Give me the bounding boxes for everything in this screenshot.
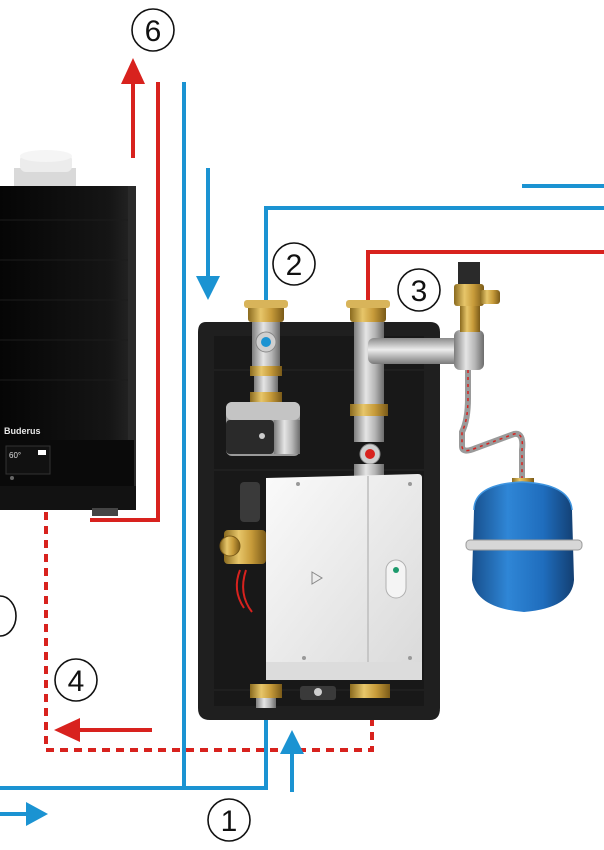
callout-2-label: 2 bbox=[286, 249, 303, 282]
boiler-front-panel bbox=[0, 219, 130, 381]
cold-flow-right-arrow bbox=[0, 802, 48, 826]
controller-logo-icon bbox=[311, 571, 323, 585]
flex-hose bbox=[459, 370, 526, 482]
boiler-brand-label: Buderus bbox=[4, 426, 41, 436]
controller-status-led bbox=[393, 567, 399, 573]
controller-status-window[interactable] bbox=[385, 559, 407, 599]
boiler-display-value: 60° bbox=[9, 451, 21, 460]
callout-partial-edge bbox=[0, 595, 17, 637]
bottom-fittings bbox=[250, 684, 390, 708]
callout-1-label: 1 bbox=[221, 805, 238, 838]
hot-flow-left-arrow bbox=[54, 718, 152, 742]
cold-flow-up-arrow bbox=[280, 730, 304, 792]
expansion-vessel-band bbox=[465, 539, 583, 551]
callout-6-label: 6 bbox=[145, 15, 162, 48]
boiler-display-indicator bbox=[38, 450, 46, 455]
hot-flow-up-arrow bbox=[121, 58, 145, 158]
supply-ball-valve-left bbox=[244, 300, 288, 402]
pipe-lines bbox=[0, 82, 604, 790]
flow-arrows bbox=[0, 58, 304, 826]
boiler-flue bbox=[14, 150, 76, 190]
boiler-control-dot bbox=[10, 476, 14, 480]
callout-1: 1 bbox=[207, 798, 251, 842]
mixing-valve bbox=[219, 482, 266, 613]
safety-valve bbox=[454, 262, 500, 332]
expansion-vessel bbox=[465, 478, 583, 612]
hot-pipe-right bbox=[366, 250, 604, 300]
return-ball-valve-right bbox=[346, 300, 484, 476]
callout-3: 3 bbox=[397, 268, 441, 312]
hot-supply-pipe-boiler bbox=[90, 82, 160, 522]
callout-6: 6 bbox=[131, 8, 175, 52]
circulation-pump bbox=[226, 402, 300, 456]
cold-flow-down-arrow bbox=[196, 168, 220, 300]
boiler: Buderus 60° bbox=[0, 150, 136, 516]
controller-box bbox=[266, 474, 422, 680]
boiler-outlet-stub bbox=[92, 508, 118, 516]
cold-return-pipe-module bbox=[184, 700, 268, 790]
callout-3-label: 3 bbox=[411, 275, 428, 308]
pump-module bbox=[198, 262, 526, 720]
callout-2: 2 bbox=[272, 242, 316, 286]
callout-4-label: 4 bbox=[68, 665, 85, 698]
hot-return-dashed-pipe bbox=[44, 512, 374, 752]
cold-supply-pipe-top bbox=[264, 206, 604, 300]
callout-4: 4 bbox=[54, 658, 98, 702]
